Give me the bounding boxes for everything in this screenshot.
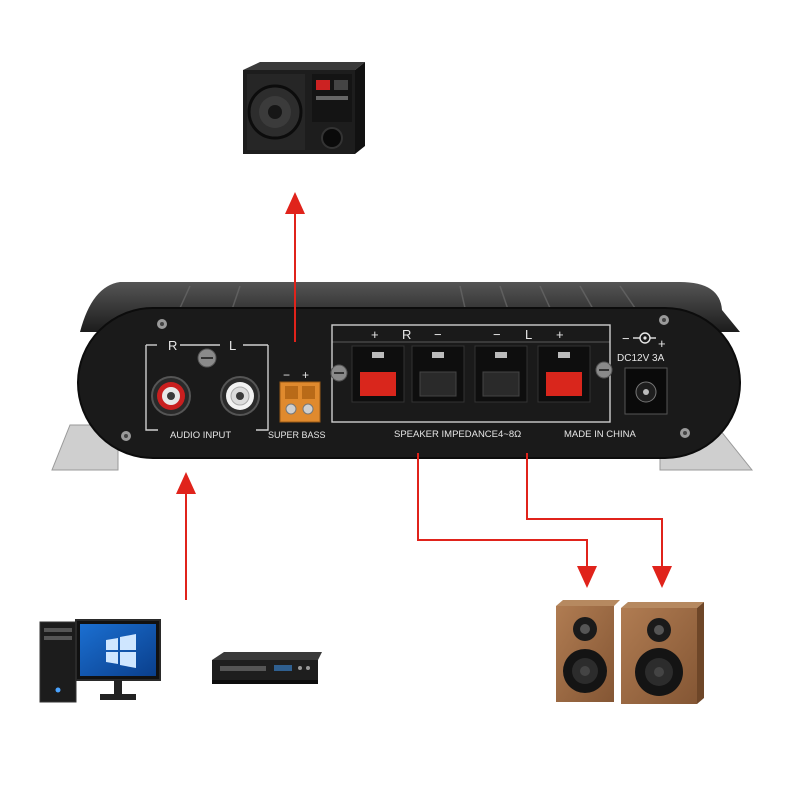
- super-bass-terminal[interactable]: [279, 381, 321, 423]
- arrow-from-source: [176, 472, 196, 600]
- dvd-player-icon: [212, 652, 322, 684]
- speaker-terminal-r-plus[interactable]: [351, 345, 405, 403]
- spk-r-plus-label: +: [371, 327, 379, 342]
- power-rating-label: DC12V 3A: [617, 353, 665, 364]
- audio-input-section: [145, 344, 269, 431]
- right-speaker-icon: [621, 602, 704, 704]
- spk-l-minus-label: −: [493, 327, 501, 342]
- dc-power-jack[interactable]: [624, 367, 668, 415]
- left-speaker-icon: [556, 600, 620, 702]
- bookshelf-speakers-icon: [556, 600, 704, 704]
- speaker-terminal-block: [330, 324, 613, 423]
- bass-plus-label: +: [302, 368, 309, 382]
- channel-left-label: L: [229, 338, 236, 353]
- arrow-to-right-speaker: [526, 453, 672, 588]
- speaker-terminal-l-plus[interactable]: [537, 345, 591, 403]
- speaker-terminal-l-minus[interactable]: [474, 345, 528, 403]
- audio-input-label: AUDIO INPUT: [170, 430, 231, 441]
- dc-plus-label: +: [658, 336, 666, 351]
- subwoofer-icon: [243, 62, 365, 154]
- rca-jack-right[interactable]: [151, 376, 191, 416]
- computer-icon: [39, 619, 161, 703]
- dc-polarity-icon: [633, 332, 656, 344]
- spk-r-minus-label: −: [434, 327, 442, 342]
- dc-minus-label: −: [622, 331, 630, 346]
- spk-l-label: L: [525, 327, 532, 342]
- made-in-label: MADE IN CHINA: [564, 429, 636, 440]
- channel-right-label: R: [168, 338, 177, 353]
- arrow-to-left-speaker: [417, 453, 597, 588]
- spk-l-plus-label: +: [556, 327, 564, 342]
- spk-r-label: R: [402, 327, 411, 342]
- speaker-impedance-label: SPEAKER IMPEDANCE4~8Ω: [394, 429, 521, 440]
- arrow-to-subwoofer: [285, 192, 305, 342]
- rca-jack-left[interactable]: [220, 376, 260, 416]
- super-bass-label: SUPER BASS: [268, 430, 326, 440]
- speaker-terminal-r-minus[interactable]: [411, 345, 465, 403]
- bass-minus-label: −: [283, 368, 290, 382]
